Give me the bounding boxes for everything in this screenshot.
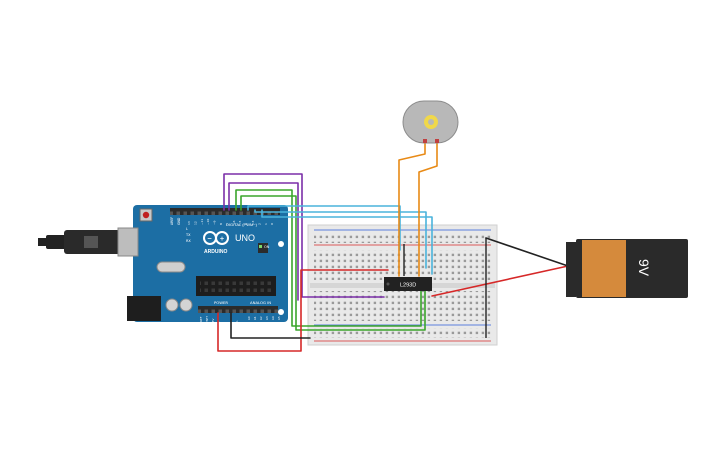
svg-text:−: − [207,236,212,243]
battery-connector [566,242,576,297]
digital-pin-label: ~11 [200,219,204,225]
digital-pin-label: ~10 [206,219,210,225]
analog-pin-label: A5 [277,316,281,320]
analog-pin-label: A1 [253,316,257,320]
wire-green[interactable] [235,189,422,327]
wire-black[interactable] [485,237,569,267]
digital-pin-label: ~9 [213,220,217,225]
wire-cyan[interactable] [254,209,427,269]
terminal-block-top[interactable] [314,250,491,280]
battery-label-band [582,240,626,297]
digital-pin-label: 7 [225,223,229,225]
analog-pin-label: A4 [271,316,275,320]
wire-purple[interactable] [228,182,299,301]
v33-label: 3.3V [211,319,215,325]
analog-pin-label: A3 [265,316,269,320]
vin-label: Vin [235,320,239,325]
arduino-logo: − + [203,231,229,245]
digital-pin-label: 2 [257,223,261,225]
bottom-power-rail[interactable] [314,328,491,338]
dc-motor[interactable] [402,100,459,144]
arduino-brand: ARDUINO [204,249,227,255]
power-label: POWER [214,300,228,305]
digital-pin-label: 0 [270,223,274,225]
svg-text:+: + [220,236,225,243]
terminal-block-bottom[interactable] [314,291,491,321]
wire-orange[interactable] [398,140,426,277]
wire-black[interactable] [230,312,311,339]
wire-cyan[interactable] [261,209,433,275]
digital-pin-label: ~3 [251,220,255,225]
digital-pin-label: ~5 [238,220,242,225]
reset-label: RESET [205,316,209,325]
tx-label: TX [185,233,191,237]
wire-red[interactable] [431,265,569,297]
digital-pin-label: 4 [245,223,249,225]
rx-label: RX [186,239,191,243]
wire-purple[interactable] [223,173,385,298]
l-label: L [186,227,188,231]
battery-9v[interactable]: 9V [566,239,688,298]
usb-jack [117,227,139,257]
analog-label: ANALOG IN [250,300,271,305]
capacitor [179,298,193,312]
analog-pin-label: A2 [259,316,263,320]
digital-pin-label: ~6 [232,220,236,225]
digital-label: DIGITAL (PWM~) [226,222,258,227]
ic-label: L293D [400,283,416,289]
wire-green[interactable] [240,195,426,331]
ioref-label: IOREF [199,316,203,325]
wire-cyan[interactable] [247,205,401,251]
digital-pin-label: 13 [187,221,191,225]
wires [217,140,569,352]
ic-body [384,277,432,291]
v5-label: 5V [217,321,221,325]
power-jack [127,296,161,321]
digital-pin-label: 12 [193,221,197,225]
digital-pin-label: 8 [219,223,223,225]
crystal [156,261,186,273]
arduino-uno-board[interactable]: − + ARDUINO UNO DIGITAL (PWM~) AREF GND … [117,205,288,325]
l293d-driver-ic[interactable]: L293D [384,277,432,291]
wire-orange[interactable] [418,140,438,277]
gnd-label: GND [177,217,181,225]
top-power-rail[interactable] [314,233,491,243]
aref-label: AREF [170,217,174,225]
digital-pin-label: 1 [264,223,268,225]
wire-red[interactable] [217,269,389,352]
battery-label: 9V [636,259,652,277]
on-label: ON [264,245,270,249]
capacitor [165,298,179,312]
arduino-model: UNO [235,233,255,243]
analog-pin-label: A0 [247,316,251,320]
